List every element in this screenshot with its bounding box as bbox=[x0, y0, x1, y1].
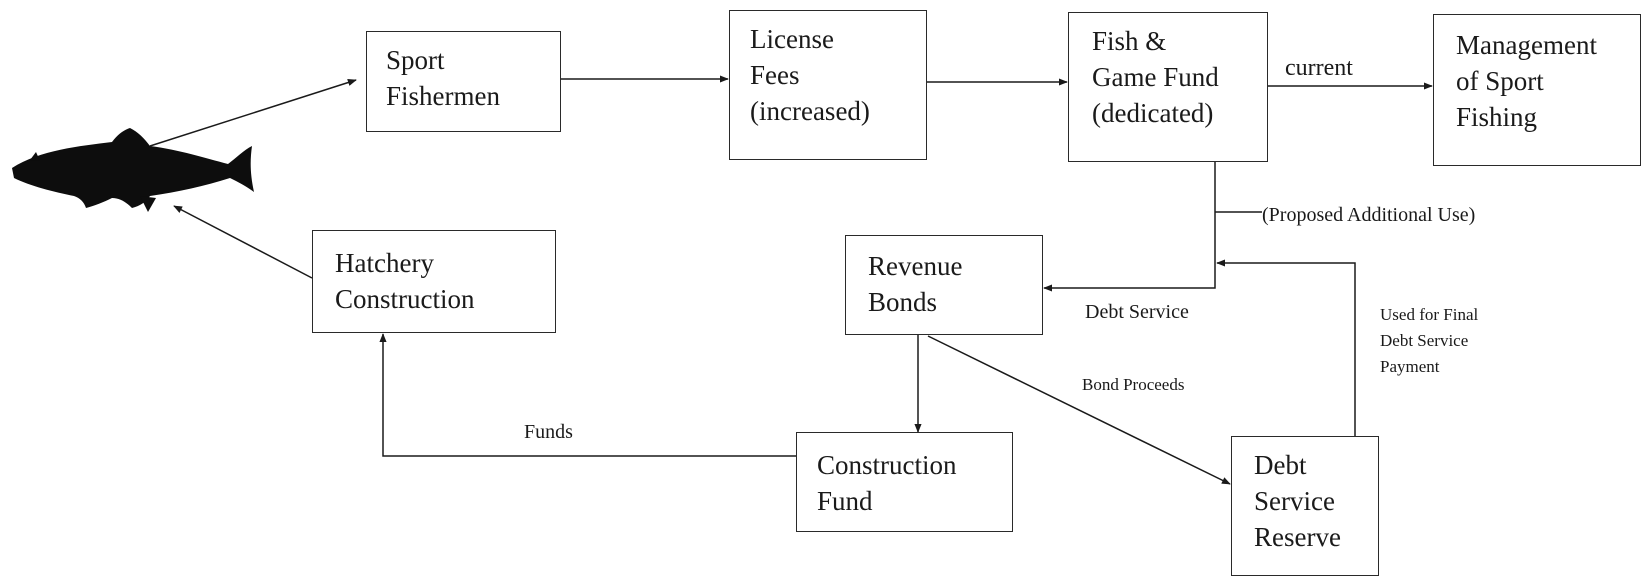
label-final-payment: Used for Final Debt Service Payment bbox=[1380, 305, 1479, 376]
label-current: current bbox=[1285, 55, 1353, 81]
box-management: Management of Sport Fishing bbox=[1433, 14, 1641, 166]
arrow-hatchery-to-fish bbox=[173, 205, 313, 279]
label-bond-proceeds: Bond Proceeds bbox=[1082, 375, 1185, 394]
box-license-fees: License Fees (increased) bbox=[729, 10, 927, 160]
sport-fishermen-text: Sport Fishermen bbox=[386, 45, 500, 111]
connector-construction-to-hatchery bbox=[379, 333, 796, 457]
box-revenue-bonds: Revenue Bonds bbox=[845, 235, 1043, 335]
box-fish-game-fund: Fish & Game Fund (dedicated) bbox=[1068, 12, 1268, 162]
fish-game-fund-text: Fish & Game Fund (dedicated) bbox=[1092, 26, 1219, 128]
box-construction-fund: Construction Fund bbox=[796, 432, 1013, 532]
arrow-bonds-to-reserve bbox=[927, 335, 1231, 485]
connector-fund-to-bonds bbox=[1043, 162, 1216, 292]
box-sport-fishermen: Sport Fishermen bbox=[366, 31, 561, 132]
management-text: Management of Sport Fishing bbox=[1456, 30, 1597, 132]
label-funds: Funds bbox=[524, 421, 573, 443]
box-hatchery: Hatchery Construction bbox=[312, 230, 556, 333]
trout-silhouette-icon bbox=[12, 128, 254, 212]
license-fees-text: License Fees (increased) bbox=[750, 24, 870, 126]
hatchery-text: Hatchery Construction bbox=[335, 248, 475, 314]
debt-service-reserve-text: Debt Service Reserve bbox=[1254, 450, 1341, 552]
label-debt-service: Debt Service bbox=[1085, 301, 1189, 323]
label-proposed-use: (Proposed Additional Use) bbox=[1262, 204, 1476, 226]
construction-fund-text: Construction Fund bbox=[817, 450, 957, 516]
connector-reserve-to-fund bbox=[1216, 259, 1356, 436]
box-debt-service-reserve: Debt Service Reserve bbox=[1231, 436, 1379, 576]
arrow-fish-to-fishermen bbox=[149, 79, 357, 147]
revenue-bonds-text: Revenue Bonds bbox=[868, 251, 963, 317]
